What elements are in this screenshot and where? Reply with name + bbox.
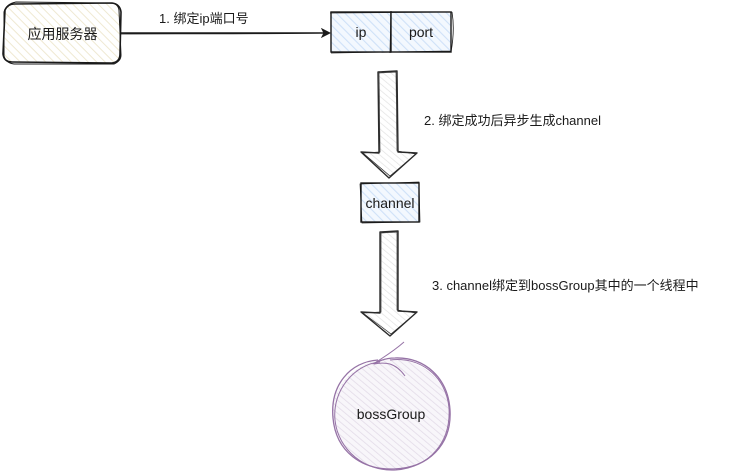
- block-arrow-1: [360, 70, 418, 179]
- boss-group-label: bossGroup: [356, 406, 426, 422]
- ip-port-node[interactable]: [329, 10, 454, 54]
- edge-label-bind-boss-group: 3. channel绑定到bossGroup其中的一个线程中: [432, 278, 699, 293]
- app-server-node[interactable]: [2, 1, 122, 65]
- port-label: port: [408, 24, 434, 40]
- boss-group-node[interactable]: [332, 341, 451, 471]
- block-arrow-2: [360, 230, 418, 337]
- edge-bind-ip-port: [120, 33, 329, 34]
- channel-node[interactable]: [359, 181, 421, 224]
- edge-label-bind-ip-port: 1. 绑定ip端口号: [159, 11, 249, 26]
- ip-label: ip: [355, 24, 367, 40]
- app-server-label: 应用服务器: [27, 25, 98, 42]
- edge-label-generate-channel: 2. 绑定成功后异步生成channel: [424, 113, 601, 128]
- channel-label: channel: [365, 194, 415, 211]
- ip-cell[interactable]: [330, 11, 392, 53]
